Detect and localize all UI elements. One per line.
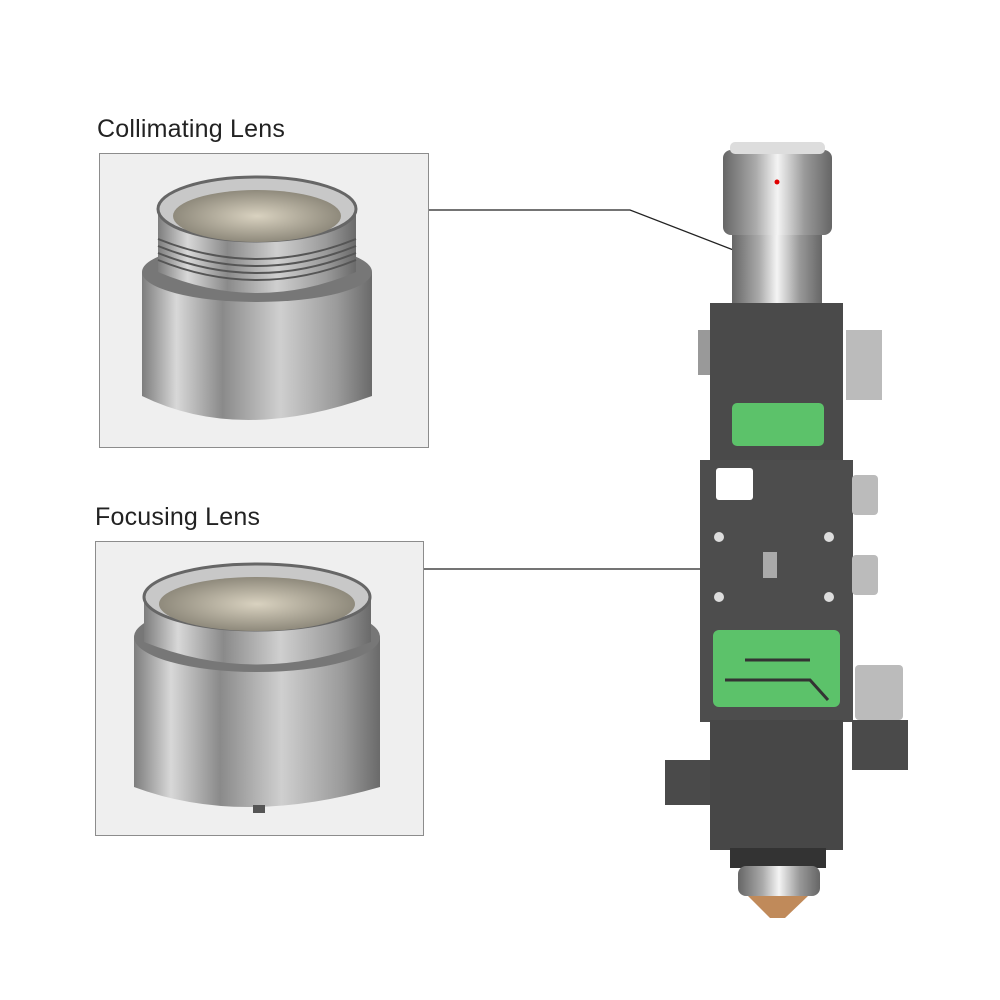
collimating-lens-label: Collimating Lens <box>97 115 286 143</box>
focusing-lens-image <box>95 541 424 836</box>
laser-cutting-head <box>665 142 908 918</box>
focusing-lens-drawing <box>134 562 380 813</box>
collimating-lens-drawing <box>142 175 372 420</box>
focusing-lens-label: Focusing Lens <box>95 503 261 531</box>
indicator-dot <box>774 179 780 185</box>
green-label-panel-bottom <box>713 630 840 707</box>
collimating-lens-image <box>99 153 429 448</box>
collimating-leader-line <box>429 209 771 267</box>
green-label-panel-top <box>732 403 824 446</box>
